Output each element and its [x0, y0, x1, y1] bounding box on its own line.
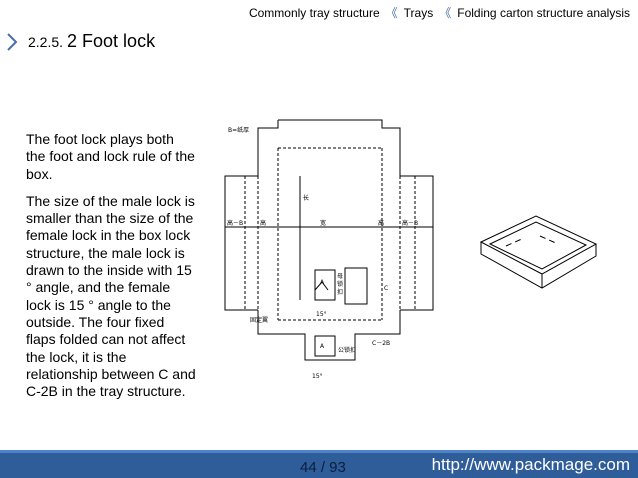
label-height-minus-b-right: 高－B — [402, 219, 418, 227]
label-c: C — [384, 285, 388, 292]
breadcrumb-item-trays: Trays — [403, 6, 434, 20]
die-line-diagram: B=纸厚 长 高－B 高 宽 高 高－B A 母锁扣 C 15° 固定翼 A 公… — [224, 119, 434, 380]
label-female-lock: 母锁扣 — [337, 273, 343, 296]
description: The foot lock plays both the foot and lo… — [26, 131, 196, 410]
footer-accent-line — [0, 450, 638, 453]
label-width: 宽 — [320, 219, 326, 227]
breadcrumb-separator: 《 — [439, 6, 452, 20]
breadcrumb-item-carton-analysis: Folding carton structure analysis — [457, 6, 630, 20]
label-height-minus-b-left: 高－B — [227, 219, 243, 227]
section-heading: 2.2.5.2 Foot lock — [6, 31, 155, 52]
label-angle-upper: 15° — [316, 311, 327, 318]
label-angle-lower: 15° — [312, 373, 323, 380]
paragraph: The foot lock plays both the foot and lo… — [26, 131, 195, 182]
label-b-thickness: B=纸厚 — [228, 126, 249, 134]
label-height-left: 高 — [260, 219, 266, 227]
page-number: 44 / 93 — [300, 459, 346, 476]
label-fixed-flap: 固定翼 — [250, 316, 268, 324]
breadcrumb-item-tray-structure: Commonly tray structure — [248, 6, 380, 20]
label-c-minus-2b: C－2B — [372, 340, 390, 347]
label-length: 长 — [303, 194, 309, 202]
breadcrumb: Commonly tray structure 《 Trays 《 Folding ca… — [249, 4, 630, 21]
tray-illustration — [479, 215, 598, 289]
label-height-right: 高 — [378, 219, 384, 227]
page-title: 2.2.5.2 Foot lock — [28, 31, 155, 52]
paragraph: The size of the male lock is smaller tha… — [26, 192, 196, 400]
label-a-lower: A — [320, 343, 325, 350]
website-link[interactable]: http://www.packmage.com — [431, 455, 630, 474]
label-male-lock: 公锁扣 — [338, 346, 356, 354]
chevron-right-icon — [7, 32, 18, 51]
section-number: 2.2.5. — [28, 34, 64, 50]
section-title: 2 Foot lock — [67, 31, 156, 51]
label-a-upper: A — [320, 279, 325, 286]
footer-bar: 44 / 93 http://www.packmage.com — [0, 450, 638, 478]
breadcrumb-separator: 《 — [385, 6, 398, 20]
